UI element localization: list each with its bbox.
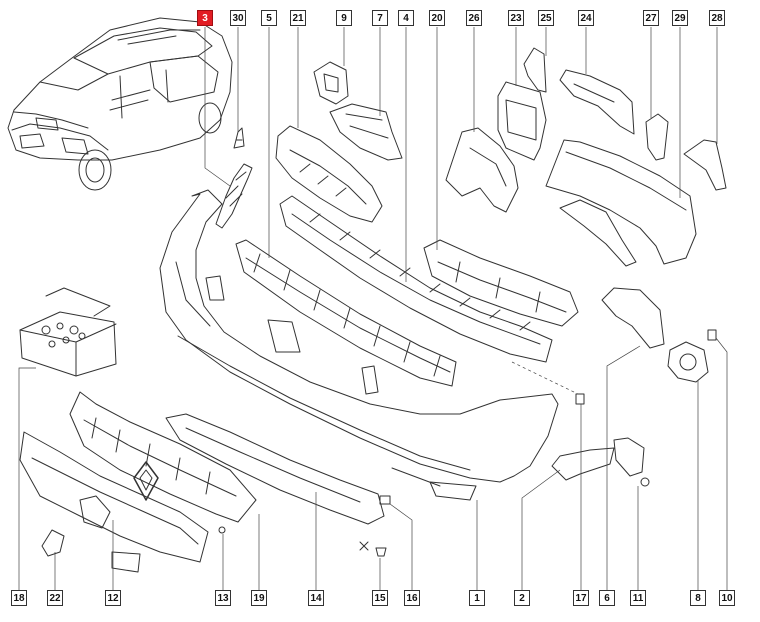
- part-7-deflector: [329, 103, 403, 161]
- part-9-bracket: [313, 61, 349, 105]
- ref-label-21: 21: [290, 10, 306, 26]
- ref-label-3: 3: [197, 10, 213, 26]
- part-26-air-guide: [445, 127, 519, 213]
- part-30-clip: [233, 127, 245, 149]
- part-16-clip: [379, 495, 391, 505]
- ref-label-18: 18: [11, 590, 27, 606]
- ref-label-6: 6: [599, 590, 615, 606]
- part-5-lower-grille: [235, 239, 457, 387]
- ref-label-30: 30: [230, 10, 246, 26]
- ref-label-14: 14: [308, 590, 324, 606]
- ref-label-7: 7: [372, 10, 388, 26]
- ref-label-26: 26: [466, 10, 482, 26]
- part-18-fastener-kit: [19, 287, 117, 377]
- part-14-skid-plate: [165, 413, 385, 525]
- ref-label-29: 29: [672, 10, 688, 26]
- ref-label-19: 19: [251, 590, 267, 606]
- ref-label-22: 22: [47, 590, 63, 606]
- part-27-latch: [645, 113, 669, 161]
- part-21-absorber: [275, 125, 383, 223]
- part-6-bracket: [601, 287, 665, 477]
- ref-label-27: 27: [643, 10, 659, 26]
- part-12-grille-frame: [19, 431, 209, 573]
- ref-label-24: 24: [578, 10, 594, 26]
- part-8-fog-housing: [667, 341, 709, 383]
- assembly-dashed-line: [511, 361, 579, 395]
- part-24-mount: [559, 69, 635, 135]
- part-13-clip: [218, 526, 226, 534]
- ref-label-12: 12: [105, 590, 121, 606]
- ref-label-20: 20: [429, 10, 445, 26]
- part-29-cross-member: [545, 139, 697, 267]
- ref-label-9: 9: [336, 10, 352, 26]
- part-25-bracket: [523, 47, 547, 93]
- part-10-clip: [707, 329, 717, 341]
- ref-label-2: 2: [514, 590, 530, 606]
- part-19-upper-grille: [69, 391, 257, 523]
- ref-label-13: 13: [215, 590, 231, 606]
- leader-lines: [18, 27, 728, 590]
- part-2-fog-bezel: [551, 447, 615, 481]
- ref-label-25: 25: [538, 10, 554, 26]
- part-1-bumper-cover: [159, 189, 559, 501]
- ref-label-15: 15: [372, 590, 388, 606]
- ref-label-1: 1: [469, 590, 485, 606]
- ref-label-16: 16: [404, 590, 420, 606]
- part-3-bumper-bracket: [215, 163, 253, 229]
- part-28-bracket: [683, 139, 727, 191]
- part-4-beam: [279, 195, 553, 363]
- part-11-clip: [640, 477, 650, 487]
- part-23-duct: [497, 81, 547, 161]
- ref-label-28: 28: [709, 10, 725, 26]
- ref-label-4: 4: [398, 10, 414, 26]
- part-17-clip: [575, 393, 585, 405]
- ref-label-17: 17: [573, 590, 589, 606]
- vehicle-overview-illustration: [7, 17, 233, 191]
- ref-label-23: 23: [508, 10, 524, 26]
- renault-diamond-icon: [133, 461, 159, 501]
- ref-label-10: 10: [719, 590, 735, 606]
- part-22-badge: [41, 529, 65, 557]
- part-20-absorber: [423, 239, 579, 327]
- ref-label-5: 5: [261, 10, 277, 26]
- part-15-screw: [359, 541, 387, 557]
- ref-label-8: 8: [690, 590, 706, 606]
- ref-label-11: 11: [630, 590, 646, 606]
